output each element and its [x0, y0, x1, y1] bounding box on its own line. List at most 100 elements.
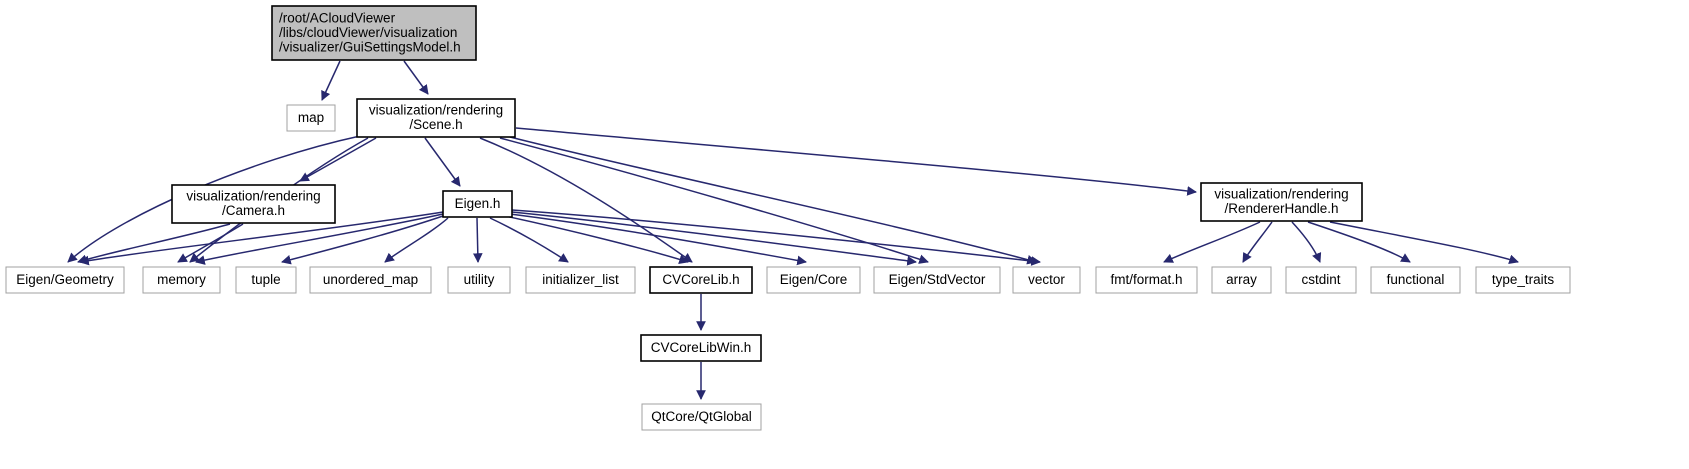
node-box-eigengeom	[5, 266, 125, 294]
node-label-renderer: visualization/rendering	[1214, 187, 1348, 202]
edge-root-to-map	[321, 60, 341, 101]
node-label-scene: /Scene.h	[409, 117, 462, 132]
node-label-qtglobal: QtCore/QtGlobal	[651, 409, 752, 424]
node-tuple[interactable]: tuple	[235, 266, 297, 294]
node-qtglobal[interactable]: QtCore/QtGlobal	[641, 403, 762, 431]
node-label-renderer: /RendererHandle.h	[1224, 201, 1338, 216]
node-eigen[interactable]: Eigen.h	[442, 190, 513, 218]
edge-renderer-to-cstdint	[1291, 221, 1322, 263]
node-eigencore[interactable]: Eigen/Core	[766, 266, 861, 294]
node-box-utility	[447, 266, 511, 294]
node-memory[interactable]: memory	[142, 266, 221, 294]
edge-eigen-to-tuple	[281, 215, 444, 265]
node-eigengeom[interactable]: Eigen/Geometry	[5, 266, 125, 294]
node-box-typetraits	[1475, 266, 1571, 294]
node-label-eigencore: Eigen/Core	[780, 272, 848, 287]
node-scene[interactable]: visualization/rendering/Scene.h	[356, 98, 516, 138]
edge-eigen-to-vector	[511, 209, 1041, 266]
node-label-root: /visualizer/GuiSettingsModel.h	[279, 39, 461, 54]
node-box-fmtformat	[1095, 266, 1198, 294]
node-label-cstdint: cstdint	[1301, 272, 1340, 287]
node-label-camera: visualization/rendering	[186, 189, 320, 204]
node-initlist[interactable]: initializer_list	[525, 266, 636, 294]
node-unordmap[interactable]: unordered_map	[309, 266, 432, 294]
edge-scene-to-eigen	[424, 137, 461, 187]
edge-renderer-to-fmtformat	[1163, 221, 1261, 263]
edge-renderer-to-functional	[1307, 221, 1411, 263]
edge-scene-to-eigenstd	[499, 137, 929, 264]
edge-root-to-scene	[403, 60, 429, 95]
node-box-eigencore	[766, 266, 861, 294]
node-layer: /root/ACloudViewer/libs/cloudViewer/visu…	[5, 5, 1571, 431]
node-box-functional	[1370, 266, 1461, 294]
node-renderer[interactable]: visualization/rendering/RendererHandle.h	[1200, 182, 1363, 222]
node-box-memory	[142, 266, 221, 294]
node-box-scene	[356, 98, 516, 138]
node-fmtformat[interactable]: fmt/format.h	[1095, 266, 1198, 294]
node-label-eigenstd: Eigen/StdVector	[889, 272, 986, 287]
node-vector[interactable]: vector	[1012, 266, 1081, 294]
node-map[interactable]: map	[286, 104, 336, 132]
node-label-camera: /Camera.h	[222, 203, 285, 218]
node-cvcorelibwin[interactable]: CVCoreLibWin.h	[640, 334, 762, 362]
node-box-array	[1211, 266, 1272, 294]
node-box-camera	[171, 184, 336, 224]
node-functional[interactable]: functional	[1370, 266, 1461, 294]
node-label-initlist: initializer_list	[542, 272, 619, 287]
node-label-eigen: Eigen.h	[455, 196, 501, 211]
node-eigenstd[interactable]: Eigen/StdVector	[873, 266, 1001, 294]
edge-eigen-to-eigenstd	[511, 211, 917, 266]
edge-renderer-to-typetraits	[1329, 221, 1519, 265]
node-label-scene: visualization/rendering	[369, 103, 503, 118]
edge-camera-to-eigengeom	[77, 223, 231, 265]
node-label-vector: vector	[1028, 272, 1065, 287]
node-box-initlist	[525, 266, 636, 294]
node-box-cstdint	[1285, 266, 1357, 294]
edge-scene-to-camera	[299, 137, 377, 182]
node-camera[interactable]: visualization/rendering/Camera.h	[171, 184, 336, 224]
node-cvcorelib[interactable]: CVCoreLib.h	[649, 266, 753, 294]
node-label-eigengeom: Eigen/Geometry	[16, 272, 114, 287]
edge-eigen-to-utility	[472, 217, 483, 263]
node-label-tuple: tuple	[251, 272, 280, 287]
node-label-fmtformat: fmt/format.h	[1110, 272, 1182, 287]
edge-eigen-to-memory	[195, 213, 444, 265]
node-label-typetraits: type_traits	[1492, 272, 1555, 287]
node-box-cvcorelibwin	[640, 334, 762, 362]
node-label-cvcorelibwin: CVCoreLibWin.h	[651, 340, 752, 355]
node-label-cvcorelib: CVCoreLib.h	[662, 272, 739, 287]
edge-scene-to-cvcorelib	[479, 137, 693, 263]
node-root[interactable]: /root/ACloudViewer/libs/cloudViewer/visu…	[271, 5, 477, 61]
edge-eigen-to-cvcorelib	[504, 215, 689, 265]
node-typetraits[interactable]: type_traits	[1475, 266, 1571, 294]
node-label-utility: utility	[464, 272, 495, 287]
node-label-root: /root/ACloudViewer	[279, 10, 396, 25]
edge-eigen-to-eigengeom	[79, 211, 444, 266]
node-label-memory: memory	[157, 272, 206, 287]
node-box-renderer	[1200, 182, 1363, 222]
node-box-qtglobal	[641, 403, 762, 431]
node-box-eigenstd	[873, 266, 1001, 294]
edge-renderer-to-array	[1242, 221, 1273, 263]
node-label-root: /libs/cloudViewer/visualization	[279, 25, 457, 40]
node-box-map	[286, 104, 336, 132]
edge-scene-to-renderer	[515, 127, 1197, 196]
node-label-functional: functional	[1387, 272, 1445, 287]
edge-layer	[67, 60, 1519, 400]
node-array[interactable]: array	[1211, 266, 1272, 294]
edge-eigen-to-initlist	[489, 217, 569, 263]
edge-eigen-to-unordmap	[384, 217, 449, 263]
node-box-root	[271, 5, 477, 61]
node-label-unordmap: unordered_map	[323, 272, 418, 287]
node-box-vector	[1012, 266, 1081, 294]
node-box-tuple	[235, 266, 297, 294]
node-label-array: array	[1226, 272, 1257, 287]
node-cstdint[interactable]: cstdint	[1285, 266, 1357, 294]
node-label-map: map	[298, 110, 324, 125]
node-utility[interactable]: utility	[447, 266, 511, 294]
edge-eigen-to-eigencore	[509, 213, 807, 266]
edge-scene-to-vector	[509, 136, 1037, 265]
node-box-eigen	[442, 190, 513, 218]
